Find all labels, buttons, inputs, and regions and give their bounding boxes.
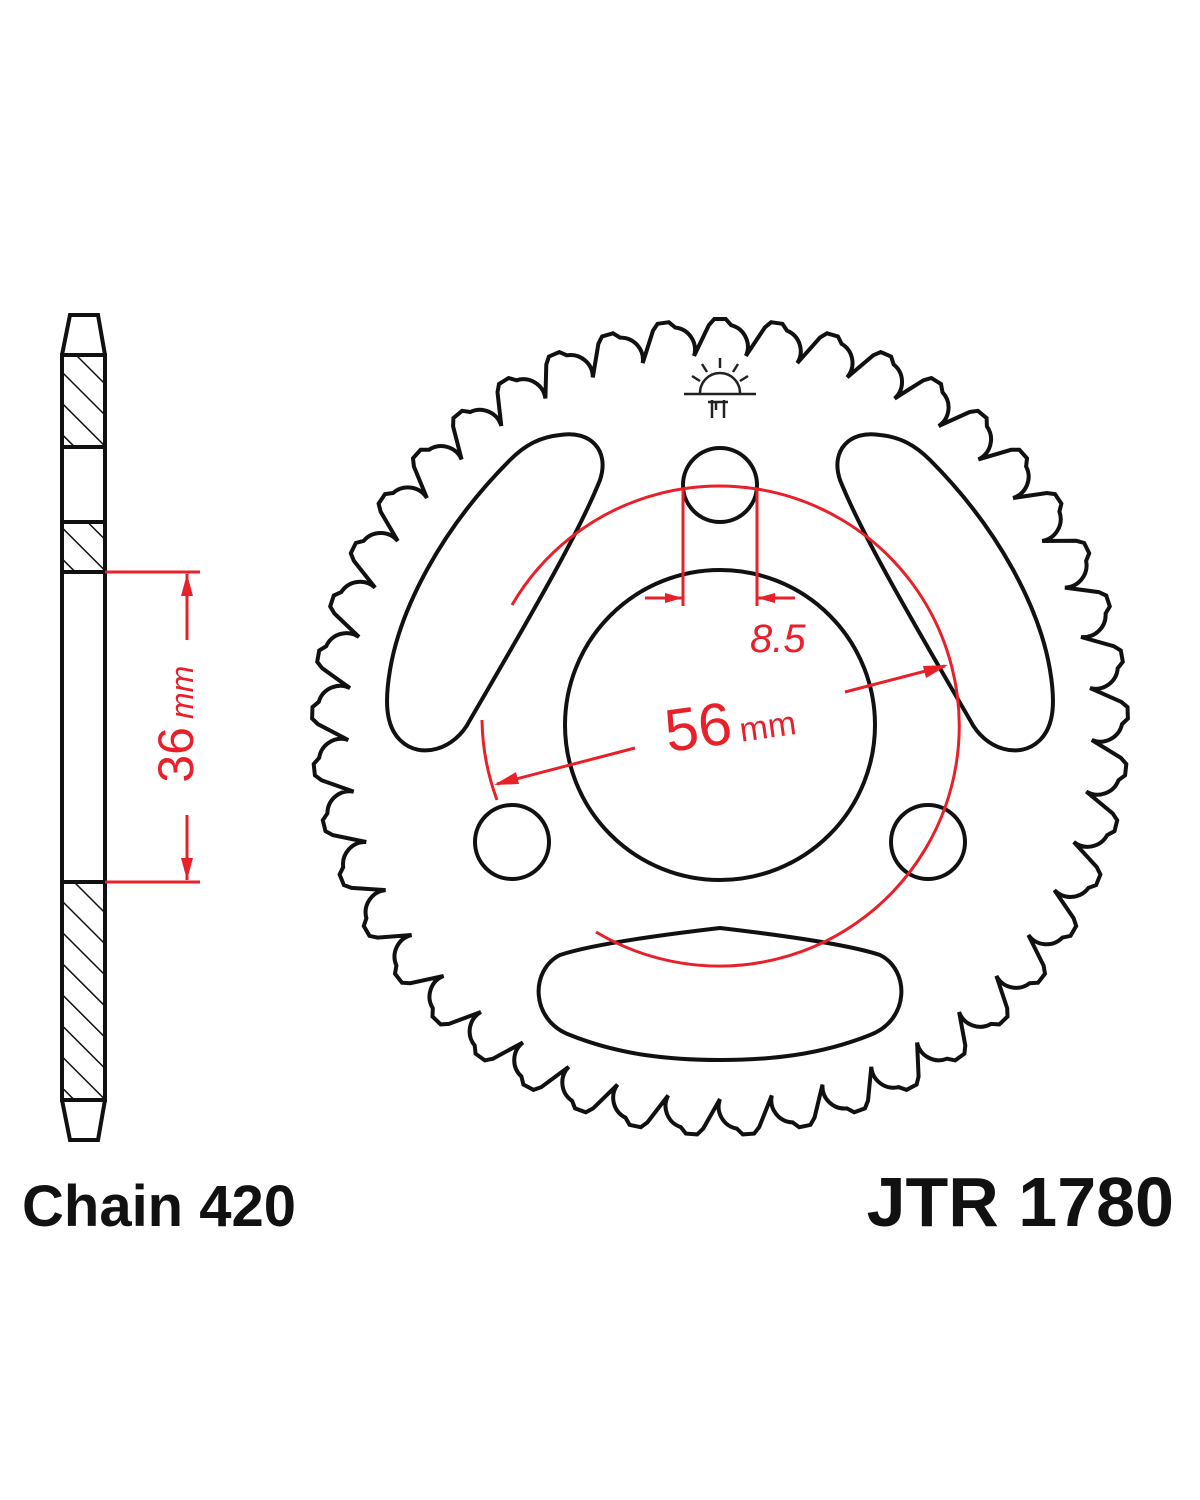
cutout-left (385, 432, 605, 753)
bolt-hole-top (681, 446, 759, 524)
arrow-left (494, 772, 519, 785)
part-number-label: JTR 1780 (867, 1163, 1174, 1241)
arrow-down (181, 858, 193, 880)
chain-label: Chain 420 (22, 1174, 296, 1239)
width-dimension (105, 570, 200, 884)
pcd-unit: mm (737, 704, 798, 750)
cutout-right (835, 432, 1055, 753)
pcd-arc (510, 484, 961, 968)
bolt-hole-right (889, 803, 967, 881)
hatch-top (60, 353, 107, 449)
sprocket-teeth-outline (310, 317, 1130, 1137)
bolt-hole-left (473, 803, 551, 881)
width-value: 36 (148, 727, 204, 783)
hatch-bottom (60, 880, 107, 1102)
arrow-right (923, 665, 948, 678)
cutout-bottom (536, 925, 904, 1063)
bottom-chamfer (60, 1099, 107, 1142)
pcd-arc-left (480, 719, 499, 801)
hole-value: 8.5 (750, 617, 806, 661)
pcd-dimension (480, 484, 961, 968)
width-unit: mm (164, 666, 200, 719)
sprocket-front (310, 317, 1130, 1137)
rising-sun-logo-icon (684, 358, 756, 418)
pcd-value: 56 (660, 689, 735, 765)
center-hole (563, 568, 877, 882)
hatch-hub-top (60, 520, 107, 574)
top-chamfer (60, 313, 107, 356)
side-profile (60, 313, 107, 1142)
arrow-up (181, 574, 193, 596)
hole-dimension (645, 490, 795, 606)
